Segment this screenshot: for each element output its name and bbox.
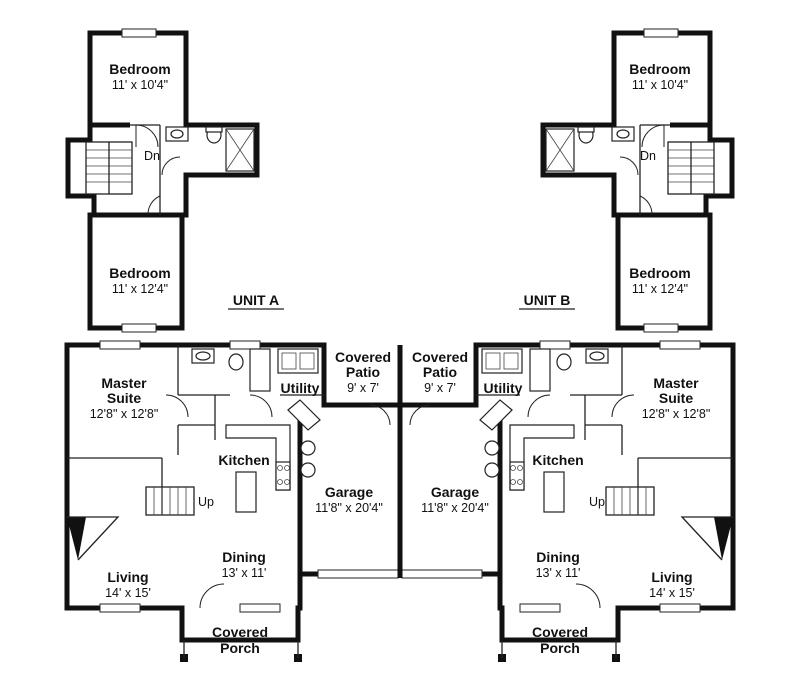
unit-b-bedroom-2-name: Bedroom <box>629 265 690 281</box>
unit-b-living-dim: 14' x 15' <box>649 586 695 600</box>
unit-a-upper-stairs <box>85 141 133 195</box>
unit-a-porch-name-1: Covered <box>212 624 268 640</box>
unit-b-bedroom-1-dim: 11' x 10'4" <box>632 78 688 92</box>
unit-b-patio-name-1: Covered <box>412 349 468 365</box>
unit-b-kitchen-name: Kitchen <box>532 452 583 468</box>
unit-b: Bedroom 11' x 10'4" Dn Bedroom 11' x 12'… <box>397 28 736 662</box>
unit-b-dining-dim: 13' x 11' <box>536 566 581 580</box>
unit-a-porch-name-2: Porch <box>220 640 260 656</box>
unit-b-living-name: Living <box>651 569 692 585</box>
unit-a-master-dim: 12'8" x 12'8" <box>90 407 159 421</box>
unit-a-patio-name-2: Patio <box>346 364 380 380</box>
unit-b-bedroom-1-name: Bedroom <box>629 61 690 77</box>
unit-a-garage-name: Garage <box>325 484 373 500</box>
unit-a-upper-floor <box>65 28 260 333</box>
unit-a-master-name-2: Suite <box>107 390 141 406</box>
unit-a-living-dim: 14' x 15' <box>105 586 151 600</box>
unit-a-dining-dim: 13' x 11' <box>222 566 267 580</box>
unit-b-garage-name: Garage <box>431 484 479 500</box>
unit-a-garage-dim: 11'8" x 20'4" <box>315 501 383 515</box>
unit-a-stair-down: Dn <box>144 149 160 163</box>
unit-a: Bedroom 11' x 10'4" Dn Bedroom 11' x 12'… <box>64 28 403 662</box>
unit-b-master-name-2: Suite <box>659 390 693 406</box>
unit-a-patio-dim: 9' x 7' <box>347 381 379 395</box>
unit-b-patio-dim: 9' x 7' <box>424 381 456 395</box>
unit-b-porch-name-1: Covered <box>532 624 588 640</box>
unit-a-stair-up: Up <box>198 495 214 509</box>
unit-b-utility-name: Utility <box>484 380 523 396</box>
unit-a-label: UNIT A <box>233 292 279 308</box>
unit-b-porch-name-2: Porch <box>540 640 580 656</box>
unit-a-utility-name: Utility <box>281 380 320 396</box>
unit-b-upper-stairs <box>667 141 715 195</box>
unit-a-kitchen-name: Kitchen <box>218 452 269 468</box>
unit-b-garage-dim: 11'8" x 20'4" <box>421 501 489 515</box>
unit-a-master-name-1: Master <box>101 375 147 391</box>
unit-a-dining-name: Dining <box>222 549 266 565</box>
unit-a-bedroom-1-name: Bedroom <box>109 61 170 77</box>
unit-b-master-name-1: Master <box>653 375 699 391</box>
unit-b-bedroom-2-dim: 11' x 12'4" <box>632 282 688 296</box>
unit-b-stair-up: Up <box>589 495 605 509</box>
unit-b-dining-name: Dining <box>536 549 580 565</box>
unit-a-bedroom-2-dim: 11' x 12'4" <box>112 282 168 296</box>
unit-a-main-floor <box>64 340 403 662</box>
unit-a-labels: Bedroom 11' x 10'4" Dn Bedroom 11' x 12'… <box>90 61 391 656</box>
unit-b-main-floor <box>397 340 736 662</box>
unit-a-patio-name-1: Covered <box>335 349 391 365</box>
unit-b-stair-down: Dn <box>640 149 656 163</box>
unit-b-upper-floor <box>540 28 735 333</box>
unit-a-bedroom-1-dim: 11' x 10'4" <box>112 78 168 92</box>
unit-b-label: UNIT B <box>524 292 571 308</box>
unit-a-bedroom-2-name: Bedroom <box>109 265 170 281</box>
unit-b-master-dim: 12'8" x 12'8" <box>642 407 711 421</box>
unit-a-living-name: Living <box>107 569 148 585</box>
unit-b-labels: Bedroom 11' x 10'4" Dn Bedroom 11' x 12'… <box>412 61 710 656</box>
unit-b-patio-name-2: Patio <box>423 364 457 380</box>
